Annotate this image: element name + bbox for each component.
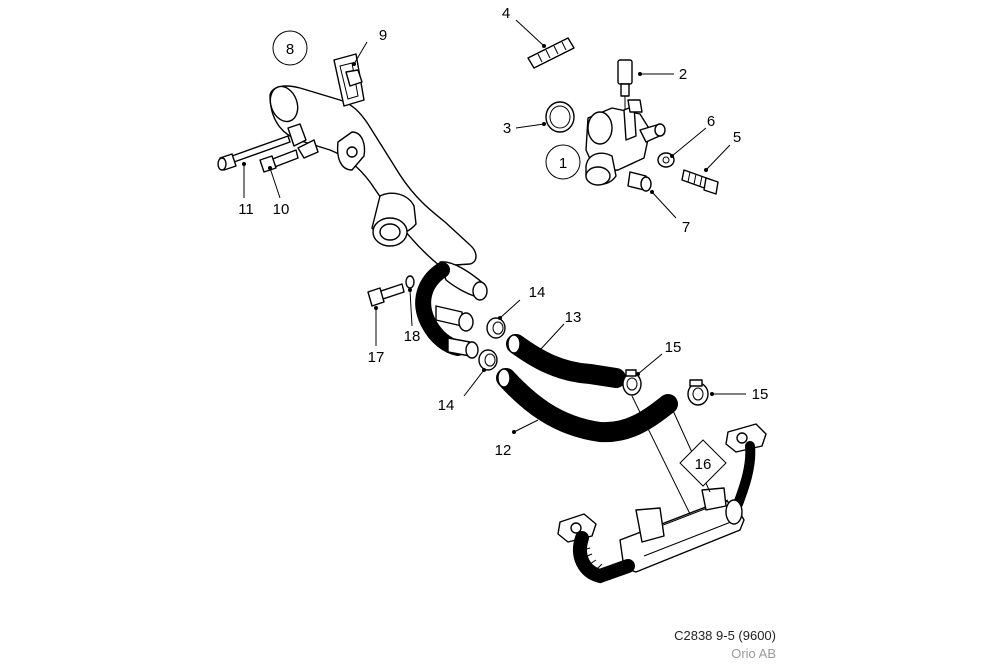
callout-3: 3 bbox=[503, 120, 511, 137]
callout-9: 9 bbox=[379, 27, 387, 44]
callout-4: 4 bbox=[502, 5, 510, 22]
callout-5: 5 bbox=[733, 129, 741, 146]
diagram-code-caption: C2838 9-5 (9600) bbox=[674, 628, 776, 643]
callout-6: 6 bbox=[707, 113, 715, 130]
washer-part-18 bbox=[405, 275, 415, 289]
sensor-part-2 bbox=[617, 59, 633, 112]
thermostat-housing-part-1 bbox=[585, 99, 666, 186]
callout-diamond-16: 16 bbox=[679, 439, 727, 487]
bolt-part-7 bbox=[627, 171, 652, 192]
callout-14-upper: 14 bbox=[529, 284, 546, 301]
callout-7: 7 bbox=[682, 219, 690, 236]
pipe-branch bbox=[415, 261, 488, 359]
clamp-part-15b bbox=[687, 379, 709, 406]
bolt-part-11 bbox=[217, 135, 291, 171]
vendor-caption: Orio AB bbox=[731, 646, 776, 661]
bolt-part-17 bbox=[367, 283, 405, 307]
hose-part-12 bbox=[496, 368, 678, 443]
hose-part-13 bbox=[506, 334, 626, 388]
callout-11: 11 bbox=[238, 201, 254, 218]
callout-13: 13 bbox=[565, 309, 582, 326]
union-fitting-part-5 bbox=[681, 169, 719, 195]
egr-cooler-part-16 bbox=[557, 423, 767, 584]
o-ring-part-3 bbox=[545, 101, 575, 133]
callout-15-right: 15 bbox=[752, 386, 769, 403]
leader-dots bbox=[242, 44, 714, 434]
callout-12: 12 bbox=[495, 442, 512, 459]
callout-10: 10 bbox=[273, 201, 290, 218]
coolant-pipe-part-8 bbox=[269, 85, 477, 267]
leader-lines bbox=[243, 19, 746, 515]
callout-18: 18 bbox=[404, 328, 421, 345]
hose-clip-part-14a bbox=[486, 317, 506, 339]
callout-16: 16 bbox=[695, 456, 712, 473]
callout-17: 17 bbox=[368, 349, 385, 366]
clamp-part-15a bbox=[622, 369, 642, 396]
callout-2: 2 bbox=[679, 66, 687, 83]
stud-part-4 bbox=[527, 37, 575, 69]
callout-8: 8 bbox=[286, 41, 294, 58]
washer-part-6 bbox=[657, 152, 675, 168]
gasket-part-9 bbox=[333, 53, 365, 107]
callout-circle-1: 1 bbox=[545, 144, 581, 180]
callout-14-lower: 14 bbox=[438, 397, 455, 414]
callout-circle-8: 8 bbox=[272, 30, 308, 66]
callout-15-upper: 15 bbox=[665, 339, 682, 356]
hose-clip-part-14b bbox=[478, 349, 498, 371]
bolt-part-10 bbox=[259, 149, 299, 173]
callout-1: 1 bbox=[559, 155, 567, 172]
